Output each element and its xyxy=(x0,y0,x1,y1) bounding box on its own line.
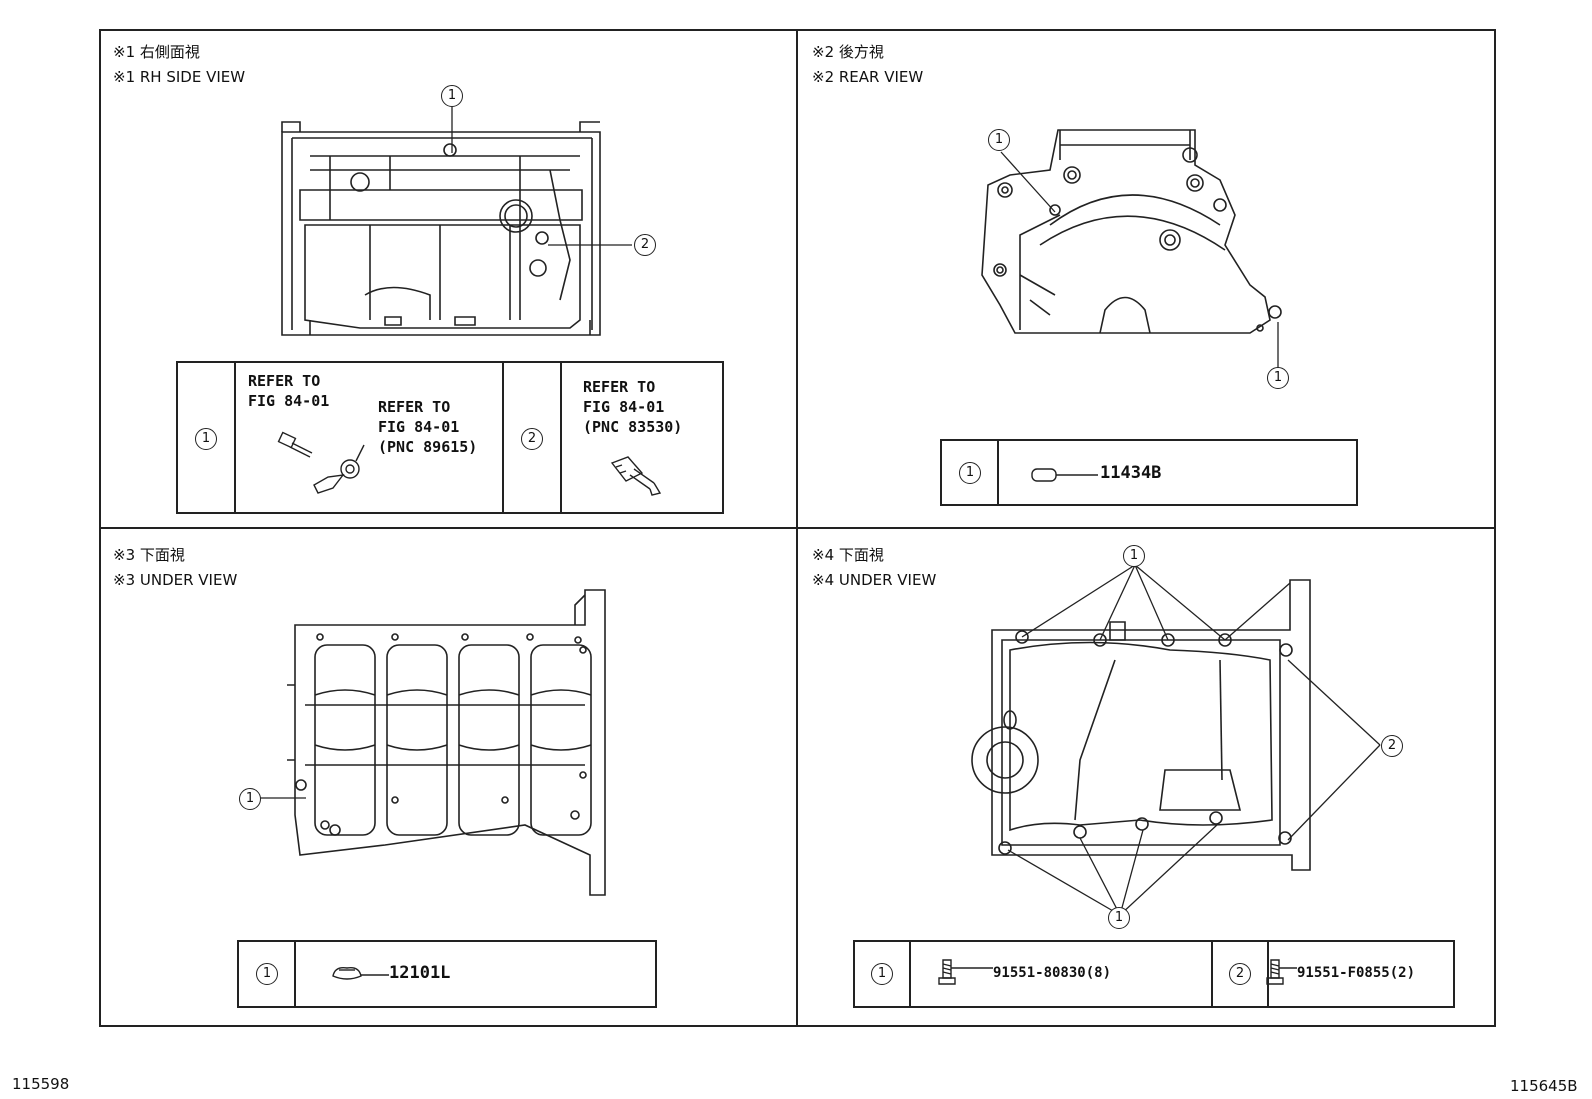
panel2-callout-1b: 1 xyxy=(1267,367,1289,389)
panel3-callout1-leader xyxy=(258,790,318,810)
panel4-part-number-2: 91551-F0855(2) xyxy=(1297,965,1416,981)
panel3-part-number: 12101L xyxy=(389,963,451,983)
bolt-and-knock-sensor-icon xyxy=(278,433,368,503)
panel3-caption-en: ※3 UNDER VIEW xyxy=(113,571,238,589)
panel2-parts-table: 1 11434B xyxy=(940,439,1358,506)
straight-pin-icon xyxy=(1030,463,1100,487)
panel4-parts-table: 1 91551-80830(8) 2 91551-F0855(2) xyxy=(853,940,1455,1008)
panel4-callout1-top-leaders xyxy=(1010,555,1330,655)
panel1-callout-2: 2 xyxy=(634,234,656,256)
panel2-table-index-1: 1 xyxy=(959,462,981,484)
panel4-callout1-bottom-leaders xyxy=(1000,820,1240,930)
panel4-callout-1-bottom: 1 xyxy=(1108,907,1130,929)
panel4-callout-1-top: 1 xyxy=(1123,545,1145,567)
panel1-refer-text-c: REFER TO FIG 84-01 (PNC 83530) xyxy=(583,378,683,436)
panel1-callout2-leader xyxy=(548,235,638,255)
panel1-callout1-leader xyxy=(440,85,470,155)
panel1-caption-jp: ※1 右側面視 xyxy=(113,43,200,61)
panel3-parts-table: 1 12101L xyxy=(237,940,657,1008)
panel1-refer-text-b: REFER TO FIG 84-01 (PNC 89615) xyxy=(378,398,478,456)
panel4-callout-2: 2 xyxy=(1381,735,1403,757)
bolt-icon-2 xyxy=(1237,956,1297,994)
panel2-callout1a-leader xyxy=(985,140,1075,230)
panel4-callout2-leaders xyxy=(1280,640,1400,860)
panel4-table-index-2: 2 xyxy=(1229,963,1251,985)
panel1-callout-1: 1 xyxy=(441,85,463,107)
panel2-caption-en: ※2 REAR VIEW xyxy=(812,68,924,86)
engine-block-rear-drawing xyxy=(980,125,1310,340)
engine-block-under-drawing xyxy=(285,585,630,915)
horizontal-divider xyxy=(99,527,1496,529)
panel4-part-number-1: 91551-80830(8) xyxy=(993,965,1112,981)
panel1-caption-en: ※1 RH SIDE VIEW xyxy=(113,68,246,86)
oil-pressure-switch-icon xyxy=(608,453,678,503)
oil-pan-under-drawing xyxy=(960,580,1340,880)
panel2-part-number: 11434B xyxy=(1100,463,1162,483)
panel1-table-index-1: 1 xyxy=(195,428,217,450)
bolt-icon-1 xyxy=(935,956,995,994)
footer-right-code: 115645B xyxy=(1510,1077,1578,1095)
panel2-caption-jp: ※2 後方視 xyxy=(812,43,884,61)
panel1-table-index-2: 2 xyxy=(521,428,543,450)
panel1-parts-table: 1 REFER TO FIG 84-01 REFER TO FIG 84-01 … xyxy=(176,361,724,514)
panel2-callout-1a: 1 xyxy=(988,129,1010,151)
engine-block-rh-side-drawing xyxy=(270,120,610,345)
panel4-caption-jp: ※4 下面視 xyxy=(812,546,884,564)
panel4-table-index-1: 1 xyxy=(871,963,893,985)
panel2-callout1b-leader xyxy=(1268,320,1288,380)
panel3-table-index-1: 1 xyxy=(256,963,278,985)
panel4-caption-en: ※4 UNDER VIEW xyxy=(812,571,937,589)
panel3-caption-jp: ※3 下面視 xyxy=(113,546,185,564)
panel1-refer-text-a: REFER TO FIG 84-01 xyxy=(248,372,330,410)
panel3-callout-1: 1 xyxy=(239,788,261,810)
footer-left-code: 115598 xyxy=(12,1075,70,1093)
plug-icon xyxy=(331,962,391,988)
